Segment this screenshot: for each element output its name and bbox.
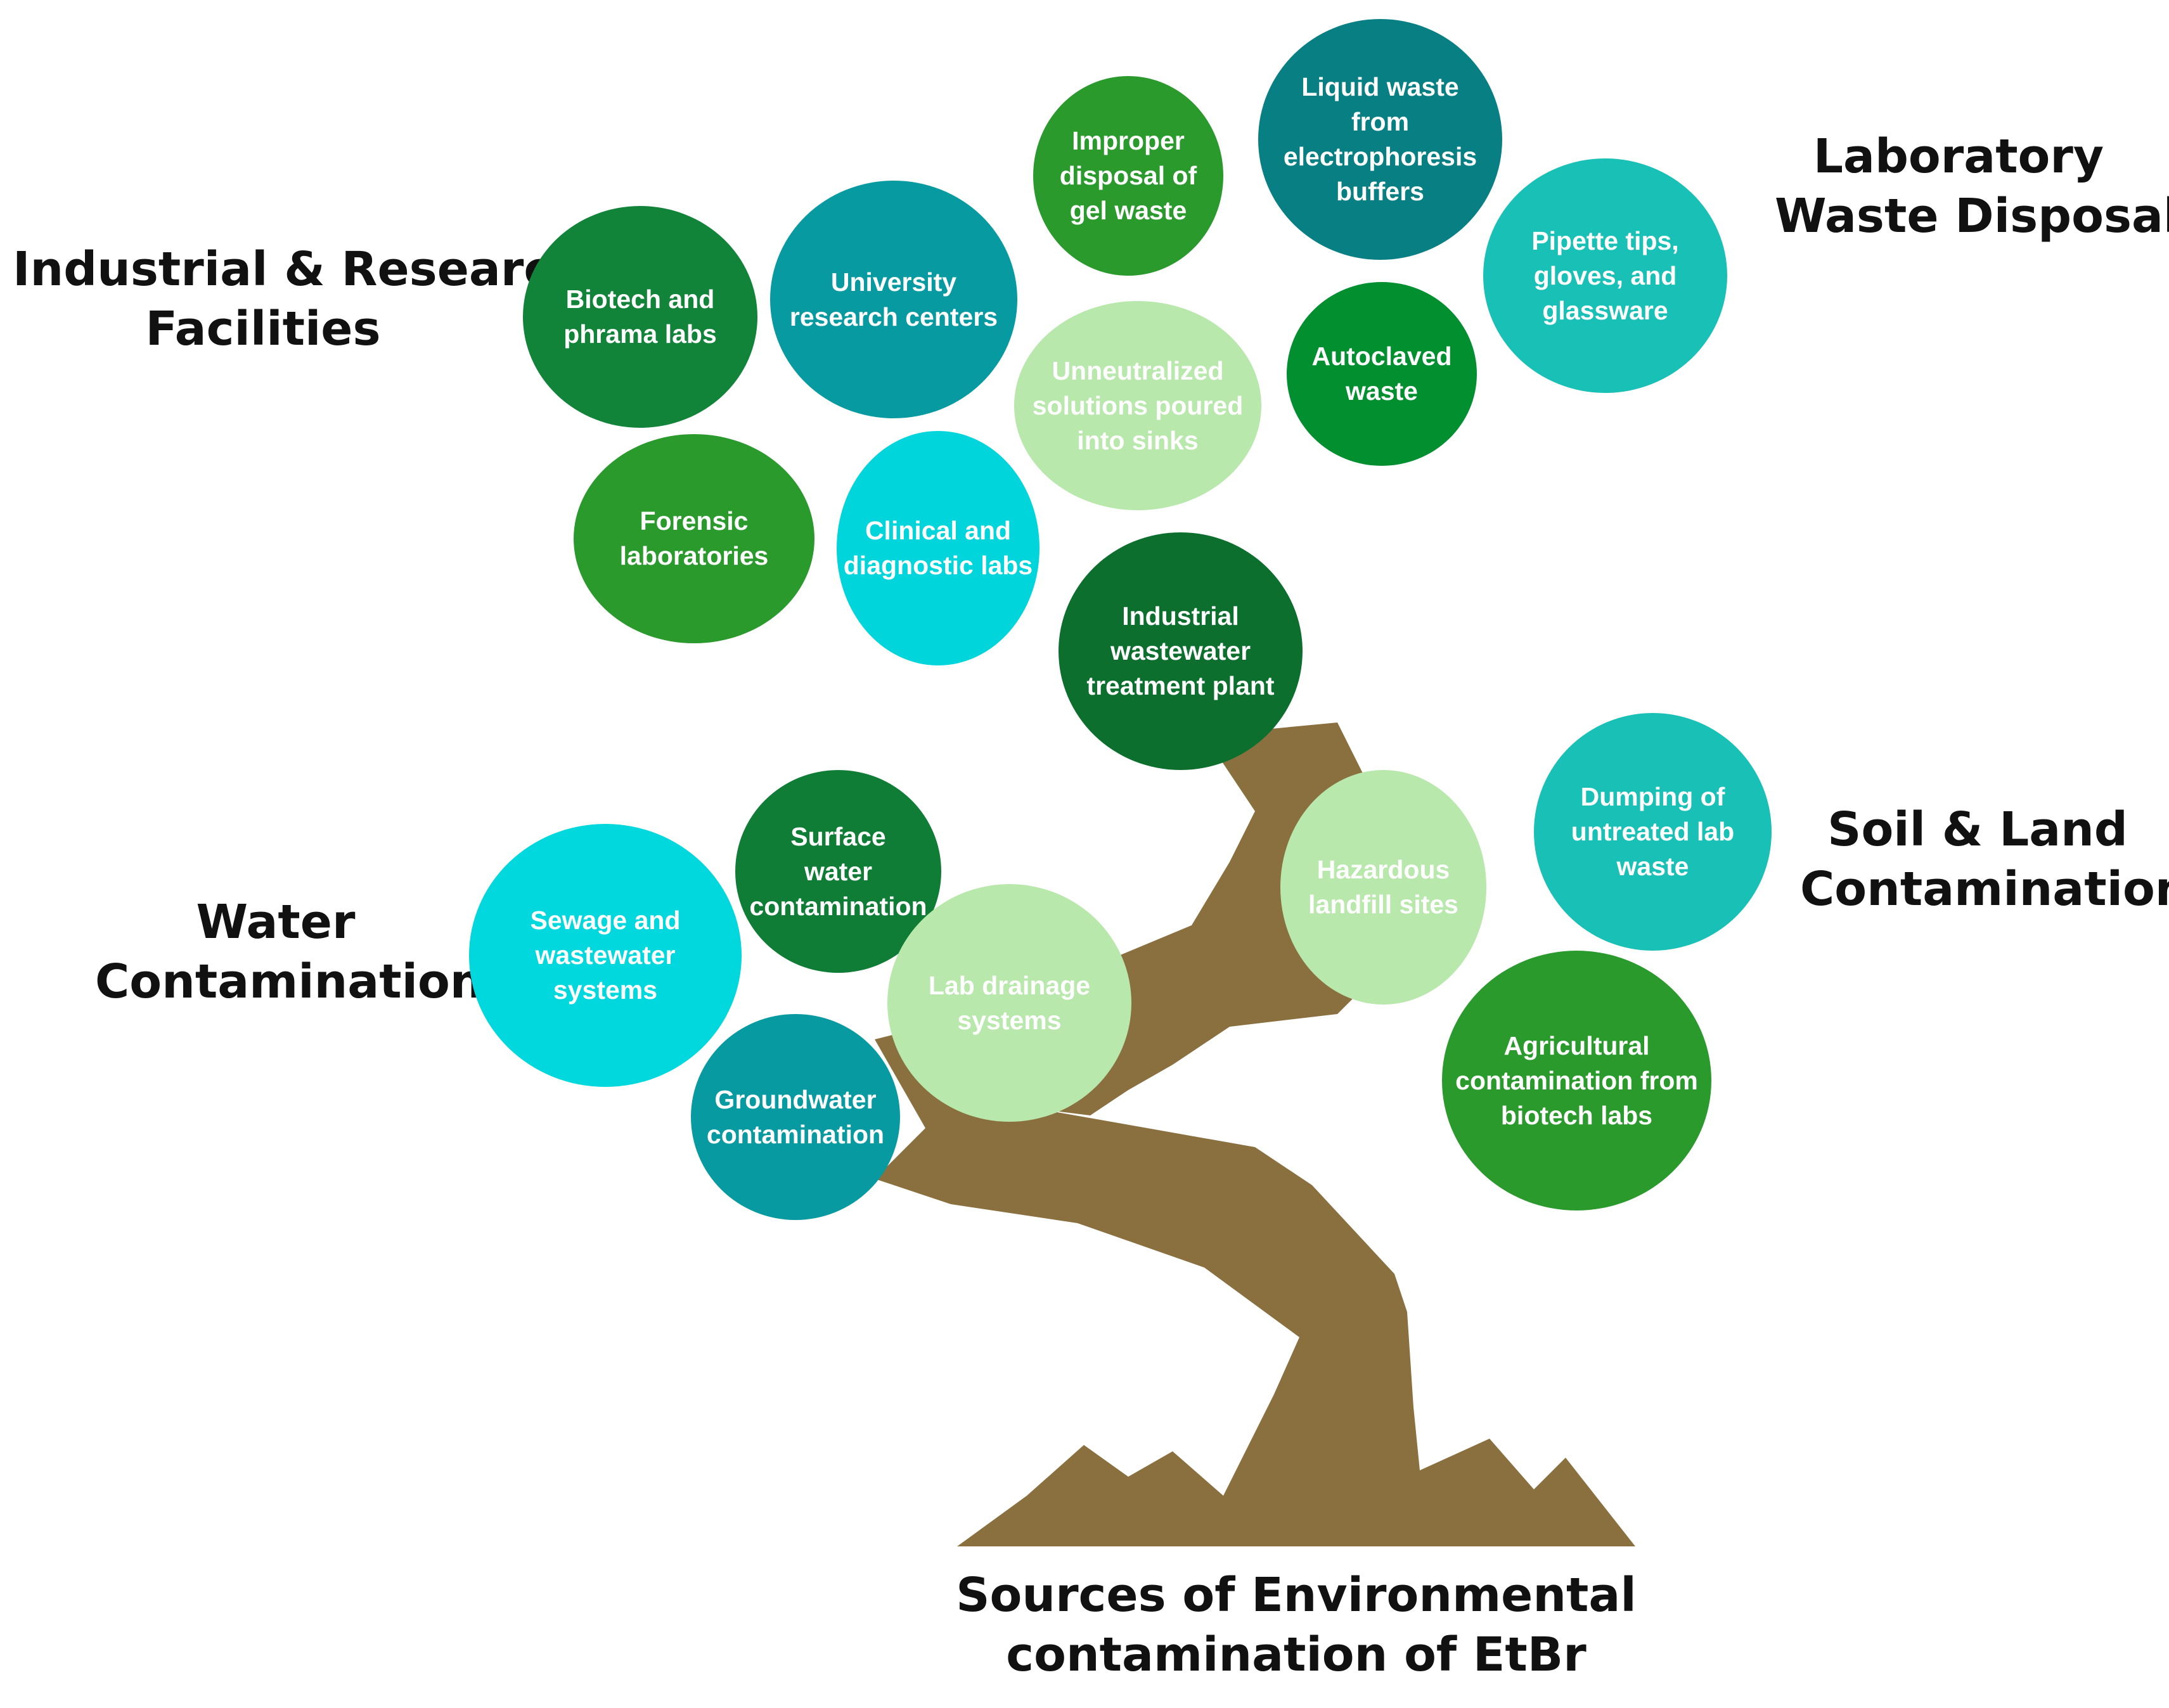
tree-trunk xyxy=(875,722,1635,1546)
